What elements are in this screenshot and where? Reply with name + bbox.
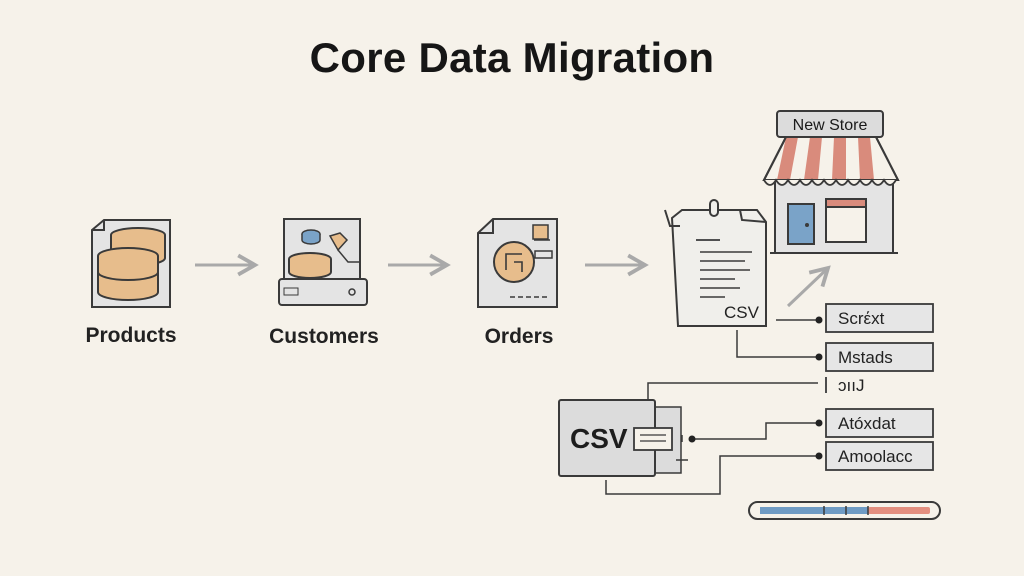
stage-label-orders: Orders — [484, 325, 554, 348]
csv-box-icon: CSV — [558, 399, 696, 477]
page-title: Core Data Migration — [309, 34, 715, 81]
csv-file-icon: CSV — [664, 199, 767, 327]
field-box: ɔııJ — [825, 376, 864, 395]
csv-box-label: CSV — [570, 423, 628, 454]
field-box: Amoolacc — [815, 441, 934, 471]
progress-bar — [748, 501, 941, 520]
connector-lines — [605, 319, 818, 495]
database-stack-icon — [91, 219, 171, 308]
order-document-icon — [477, 218, 558, 308]
csv-document-label: CSV — [724, 303, 760, 322]
field-label: Atóxdat — [838, 414, 896, 433]
stage-label-products: Products — [85, 324, 177, 347]
flow-arrow — [786, 265, 831, 308]
customer-data-icon — [278, 218, 368, 306]
field-label: Mstads — [838, 348, 893, 367]
field-box: Scrέxt — [815, 303, 934, 333]
store-sign-label: New Store — [793, 117, 868, 134]
field-box: Mstads — [815, 342, 934, 372]
stage-label-customers: Customers — [269, 325, 379, 348]
field-label: ɔııJ — [838, 376, 864, 395]
field-label: Scrέxt — [838, 309, 885, 328]
field-box: Atóxdat — [815, 408, 934, 438]
field-label: Amoolacc — [838, 447, 913, 466]
storefront-icon: New Store — [762, 110, 900, 254]
